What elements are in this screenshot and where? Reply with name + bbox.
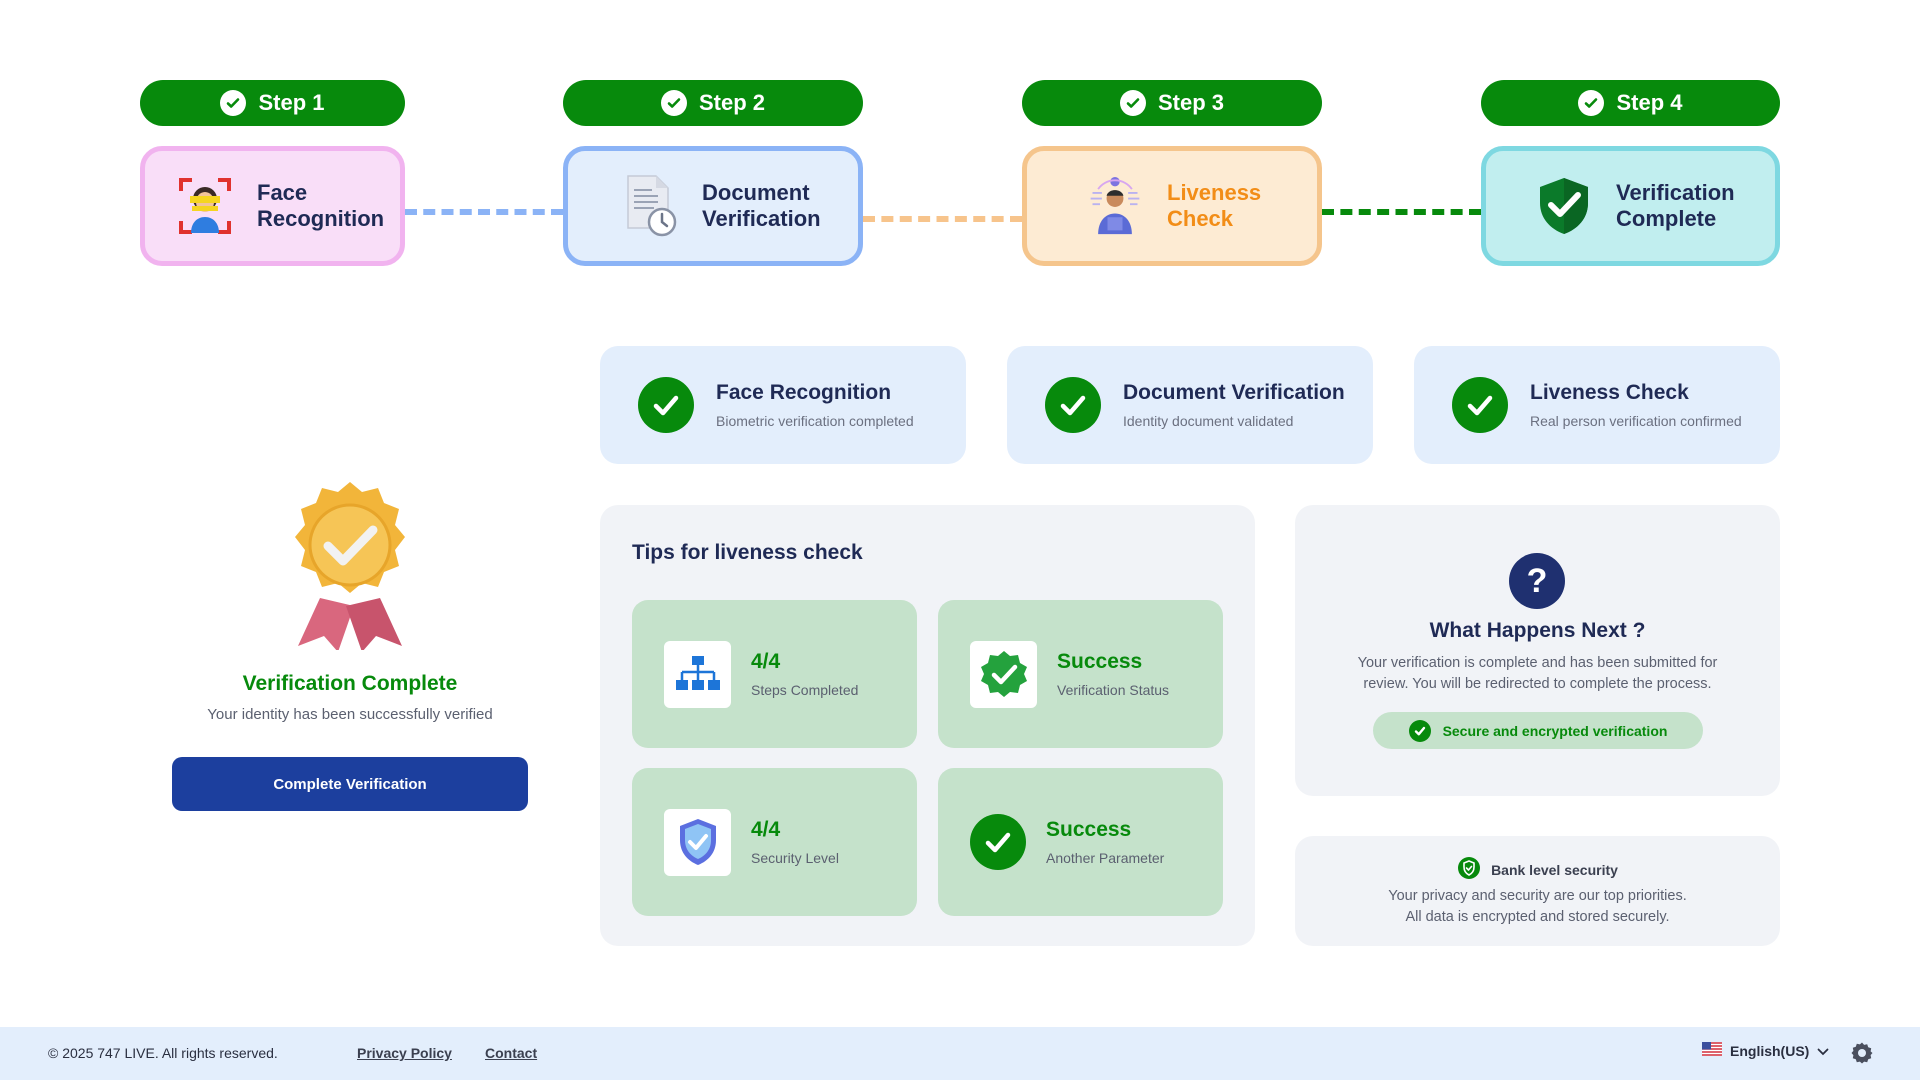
step-1-pill: Step 1 [140, 80, 405, 126]
language-label: English(US) [1730, 1042, 1810, 1059]
status-title: Face Recognition [716, 381, 892, 404]
medal-check-icon [280, 478, 420, 652]
step-3-pill-label: Step 3 [1157, 90, 1225, 115]
step-3-pill: Step 3 [1022, 80, 1322, 126]
status-card-liveness-check: Liveness Check Real person verification … [1414, 346, 1780, 464]
tip-value: 4/4 [751, 818, 781, 841]
tip-value: 4/4 [751, 650, 781, 673]
complete-verification-button[interactable]: Complete Verification [172, 757, 528, 811]
tips-title: Tips for liveness check [632, 541, 863, 564]
tip-card-status: Success Verification Status [938, 600, 1223, 748]
check-icon [1578, 90, 1605, 116]
contact-link[interactable]: Contact [485, 1045, 538, 1061]
copyright-text: © 2025 747 LIVE. All rights reserved. [48, 1045, 278, 1061]
liveness-person-icon [1085, 173, 1145, 239]
bank-security-line-1: Your privacy and security are our top pr… [1388, 888, 1687, 904]
step-1-label: Face Recognition [257, 180, 385, 231]
connector-1-2 [405, 209, 563, 215]
language-selector[interactable]: English(US) [1702, 1042, 1829, 1059]
step-2-card[interactable]: Document Verification [563, 146, 863, 266]
step-4-pill: Step 4 [1481, 80, 1780, 126]
check-icon [220, 90, 247, 116]
tip-label: Verification Status [1057, 682, 1170, 698]
step-4-label: Verification Complete [1616, 180, 1735, 231]
connector-2-3 [863, 216, 1022, 222]
check-icon [1408, 719, 1431, 742]
check-circle-icon [638, 377, 694, 433]
tip-label: Another Parameter [1046, 850, 1165, 866]
step-2-pill-label: Step 2 [698, 90, 766, 115]
step-2-pill: Step 2 [563, 80, 863, 126]
bank-security-line-2: All data is encrypted and stored securel… [1405, 909, 1670, 925]
check-icon [1119, 90, 1146, 116]
connector-3-4 [1322, 209, 1481, 215]
bank-security-text: Your privacy and security are our top pr… [1295, 886, 1780, 928]
next-text: Your verification is complete and has be… [1357, 655, 1718, 692]
us-flag-icon [1702, 1042, 1722, 1059]
chevron-down-icon [1817, 1043, 1829, 1059]
shield-icon [664, 808, 731, 876]
privacy-policy-link[interactable]: Privacy Policy [357, 1045, 452, 1061]
question-icon: ? [1509, 553, 1565, 609]
step-2-label: Document Verification [702, 180, 821, 231]
step-4-pill-label: Step 4 [1616, 90, 1683, 115]
check-circle-icon [970, 814, 1026, 870]
bank-security-heading: Bank level security [1295, 856, 1780, 883]
step-1-card[interactable]: Face Recognition [140, 146, 405, 266]
completion-title: Verification Complete [242, 672, 458, 695]
status-subtitle: Real person verification confirmed [1530, 413, 1742, 429]
tip-value: Success [1057, 650, 1143, 673]
step-1-pill-label: Step 1 [258, 90, 325, 115]
step-3-label: Liveness Check [1167, 180, 1262, 231]
secure-pill: Secure and encrypted verification [1373, 712, 1703, 749]
secure-pill-label: Secure and encrypted verification [1442, 722, 1668, 739]
step-3-card[interactable]: Liveness Check [1022, 146, 1322, 266]
tip-card-security: 4/4 Security Level [632, 768, 917, 916]
gear-icon[interactable] [1850, 1041, 1874, 1065]
document-clock-icon [620, 173, 680, 239]
tip-card-steps: 4/4 Steps Completed [632, 600, 917, 748]
status-card-face-recognition: Face Recognition Biometric verification … [600, 346, 966, 464]
tip-label: Security Level [751, 850, 839, 866]
check-icon [660, 90, 687, 116]
completion-subtitle: Your identity has been successfully veri… [207, 706, 493, 723]
tip-card-parameter: Success Another Parameter [938, 768, 1223, 916]
status-subtitle: Identity document validated [1123, 413, 1294, 429]
bank-security-title: Bank level security [1491, 861, 1618, 878]
tip-value: Success [1046, 818, 1132, 841]
shield-check-icon [1534, 173, 1594, 239]
status-title: Document Verification [1123, 381, 1345, 404]
shield-check-icon [1457, 856, 1481, 883]
bank-security-panel: Bank level security Your privacy and sec… [1295, 836, 1780, 946]
what-happens-next-panel: ? What Happens Next ? Your verification … [1295, 505, 1780, 796]
status-subtitle: Biometric verification completed [716, 413, 914, 429]
next-title: What Happens Next ? [1429, 619, 1646, 642]
tips-panel: Tips for liveness check 4/4 Steps Comple… [600, 505, 1255, 946]
step-4-card[interactable]: Verification Complete [1481, 146, 1780, 266]
footer: © 2025 747 LIVE. All rights reserved. Pr… [0, 1027, 1920, 1080]
hierarchy-icon [664, 640, 731, 708]
tip-label: Steps Completed [751, 682, 859, 698]
check-circle-icon [1045, 377, 1101, 433]
verified-badge-icon [970, 640, 1037, 708]
check-circle-icon [1452, 377, 1508, 433]
face-scan-icon [175, 173, 235, 239]
status-card-document-verification: Document Verification Identity document … [1007, 346, 1373, 464]
status-title: Liveness Check [1530, 381, 1689, 404]
